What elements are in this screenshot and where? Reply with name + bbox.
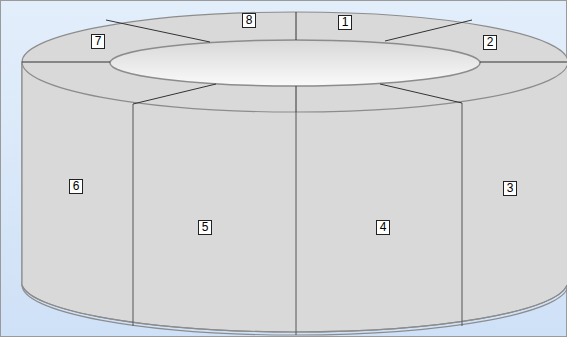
callout-number: 6 xyxy=(69,179,83,194)
callout-number: 1 xyxy=(338,15,352,30)
callout-number: 8 xyxy=(242,13,256,28)
callout-number: 5 xyxy=(198,220,212,235)
callout-number: 3 xyxy=(503,181,517,196)
callout-number: 7 xyxy=(91,34,105,49)
callout-number: 2 xyxy=(483,35,497,50)
callout-number: 4 xyxy=(376,220,390,235)
